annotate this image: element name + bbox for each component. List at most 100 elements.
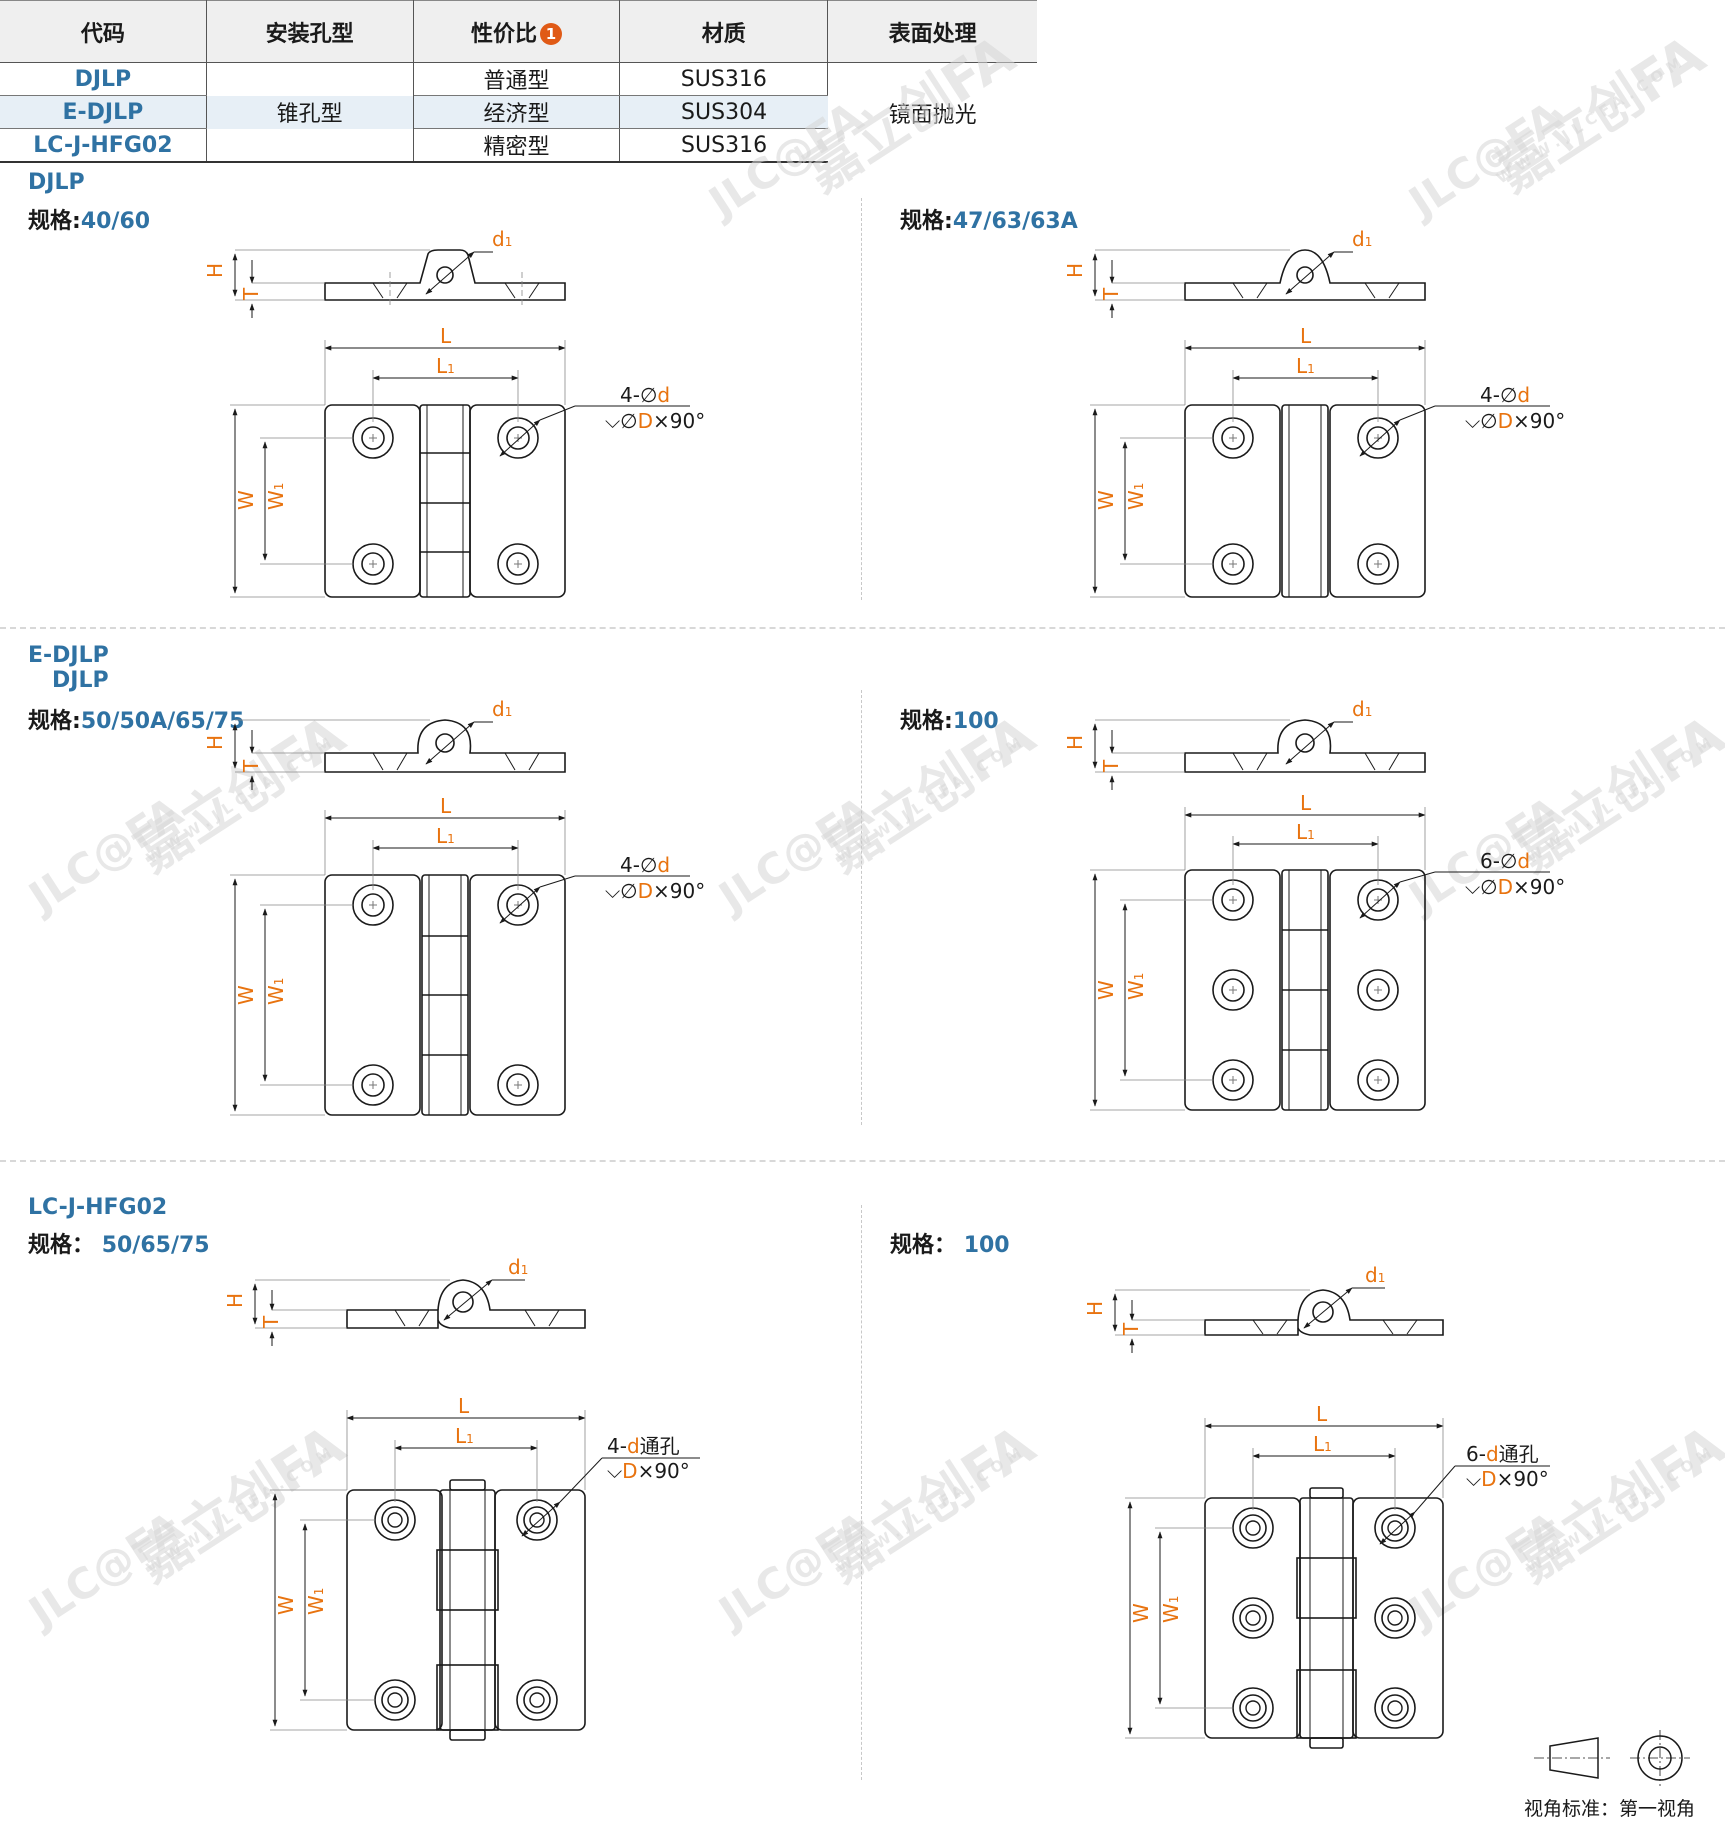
row-material: SUS316	[619, 62, 829, 96]
section-code-djlp: DJLP	[28, 170, 85, 195]
plan-view	[270, 1410, 700, 1741]
dim-W: W	[234, 490, 258, 510]
row-grade: 经济型	[413, 95, 621, 129]
row-grade: 精密型	[413, 128, 621, 163]
note-badge: 1	[539, 22, 562, 45]
spec-value: 100	[952, 709, 999, 734]
side-view	[252, 1279, 586, 1346]
dim-T: T	[259, 1315, 283, 1329]
dim-L: L	[440, 794, 452, 818]
spec-label: 规格： 50/65/75	[28, 1227, 210, 1259]
spec-key: 规格:	[28, 209, 81, 234]
plan-view	[230, 810, 690, 1116]
dim-H: H	[1063, 735, 1087, 750]
dim-d1: d1	[508, 1255, 528, 1279]
divider-vertical	[861, 198, 862, 600]
dim-W1: W1	[1124, 973, 1148, 1000]
dim-d1: d1	[492, 697, 512, 721]
spec-label: 规格:100	[900, 703, 999, 735]
spec-label: 规格:40/60	[28, 203, 150, 235]
dim-W: W	[234, 985, 258, 1005]
hole-callout: 4-∅d	[620, 853, 670, 877]
hole-type-cell	[206, 62, 414, 96]
dim-L1: L1	[1296, 354, 1315, 378]
dim-T: T	[1119, 1322, 1143, 1336]
section-code-edjlp: E-DJLP	[28, 643, 109, 668]
dim-L1: L1	[455, 1424, 474, 1448]
row-code: DJLP	[0, 62, 207, 96]
first-angle-projection-symbol	[1534, 1730, 1690, 1786]
finish-cell: 镜面抛光	[888, 102, 977, 128]
dim-T: T	[1099, 287, 1123, 301]
dim-H: H	[203, 263, 227, 278]
dim-W1: W1	[264, 483, 288, 510]
row-code: LC-J-HFG02	[0, 128, 207, 163]
dim-T: T	[239, 759, 263, 773]
hole-callout: 6-d通孔	[1466, 1442, 1539, 1466]
dim-L1: L1	[436, 824, 455, 848]
header-material: 材质	[619, 0, 829, 63]
table-row: E-DJLP 锥孔型 经济型 SUS304	[0, 95, 1037, 129]
dim-H: H	[203, 735, 227, 750]
dim-H: H	[1063, 263, 1087, 278]
section-code-djlp-2: DJLP	[52, 668, 109, 693]
divider-horizontal	[0, 627, 1725, 629]
row-grade: 普通型	[413, 62, 621, 96]
spec-value: 100	[963, 1233, 1010, 1258]
divider-vertical	[861, 1205, 862, 1780]
dim-W1: W1	[1159, 1596, 1183, 1623]
spec-label: 规格:50/50A/65/75	[28, 703, 244, 735]
spec-value: 40/60	[80, 209, 151, 234]
countersink-callout: ⌵∅D×90°	[605, 409, 705, 433]
countersink-callout: ⌵D×90°	[607, 1459, 690, 1483]
side-view	[1092, 719, 1426, 790]
table-row: DJLP 普通型 SUS316 镜面抛光	[0, 62, 1037, 128]
side-view	[232, 249, 566, 318]
header-hole-type: 安装孔型	[206, 0, 414, 63]
countersink-callout: ⌵∅D×90°	[1465, 875, 1565, 899]
section-code-hfg02: LC-J-HFG02	[28, 1195, 168, 1220]
dim-d1: d1	[1352, 697, 1372, 721]
dim-L1: L1	[1296, 820, 1315, 844]
hinge-drawing-edjlp-100: H T d1 L L1 W W1 6-∅d ⌵∅D×90°	[1063, 697, 1565, 1111]
row-code: E-DJLP	[0, 95, 207, 129]
dim-H: H	[1083, 1301, 1107, 1316]
dim-L: L	[1300, 324, 1312, 348]
divider-horizontal	[0, 1160, 1725, 1162]
spec-key: 规格:	[900, 709, 953, 734]
dim-T: T	[1099, 759, 1123, 773]
dim-L: L	[1300, 791, 1312, 815]
dim-d1: d1	[1365, 1263, 1385, 1287]
side-view	[1112, 1287, 1444, 1353]
dim-d1: d1	[492, 227, 512, 251]
dim-W1: W1	[304, 1588, 328, 1615]
dim-T: T	[239, 287, 263, 301]
header-finish: 表面处理	[827, 0, 1037, 63]
row-material: SUS304	[619, 95, 828, 129]
hole-type-value: 锥孔型	[206, 95, 414, 129]
dim-L: L	[458, 1394, 470, 1418]
dim-W: W	[274, 1595, 298, 1615]
dim-W1: W1	[264, 978, 288, 1005]
spec-key: 规格:	[28, 709, 81, 734]
spec-value: 50/50A/65/75	[80, 709, 245, 734]
plan-view	[1090, 340, 1550, 598]
divider-vertical	[861, 690, 862, 1125]
dim-W: W	[1094, 980, 1118, 1000]
hinge-drawing-hfg02-50-75: H T d1 L L1 W W1 4-d通孔 ⌵D×90°	[223, 1255, 700, 1741]
dim-L1: L1	[1313, 1432, 1332, 1456]
hinge-drawing-djlp-40-60: H T d1 L L1 W W1 4-∅d ⌵∅D×90°	[203, 227, 705, 598]
hole-callout: 4-∅d	[620, 383, 670, 407]
hole-callout: 6-∅d	[1480, 849, 1530, 873]
countersink-callout: ⌵∅D×90°	[1465, 409, 1565, 433]
dim-W1: W1	[1124, 483, 1148, 510]
spec-label: 规格： 100	[890, 1227, 1010, 1259]
header-cost-label: 性价比	[470, 21, 537, 47]
table-row: LC-J-HFG02 精密型 SUS316	[0, 128, 1037, 163]
countersink-callout: ⌵∅D×90°	[605, 879, 705, 903]
row-material: SUS316	[619, 128, 828, 163]
dim-d1: d1	[1352, 227, 1372, 251]
plan-view	[230, 340, 690, 598]
side-view	[1092, 249, 1426, 318]
dim-L1: L1	[436, 354, 455, 378]
